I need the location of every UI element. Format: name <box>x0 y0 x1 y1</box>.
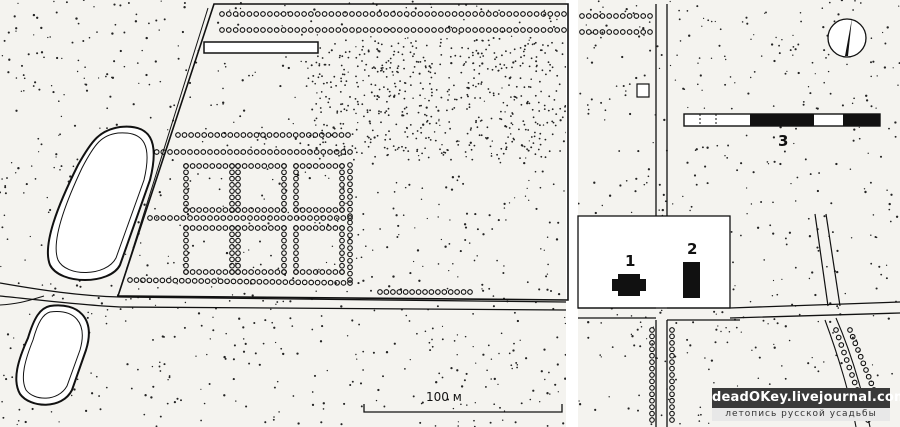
north-arrow-icon <box>827 18 867 58</box>
small-outbuilding <box>636 83 650 98</box>
park-boundary-inner <box>119 7 209 291</box>
road-east <box>729 301 900 319</box>
road-main <box>0 282 567 303</box>
label-3: 3 <box>778 132 788 150</box>
watermark-site: deadOKey.livejournal.com <box>712 388 900 408</box>
road-diagonal-east <box>814 213 841 307</box>
scale-bar <box>363 404 563 413</box>
label-2: 2 <box>687 240 697 258</box>
building-3 <box>683 113 881 127</box>
road-branch <box>0 295 45 306</box>
avenue-south <box>655 320 668 427</box>
park-boundary <box>116 3 569 301</box>
road-main-edge <box>0 295 567 311</box>
watermark: deadOKey.livejournal.com летопись русско… <box>712 388 900 422</box>
building-1 <box>612 274 646 296</box>
road-right-lower <box>578 307 740 321</box>
label-1: 1 <box>625 252 635 270</box>
scale-label: 100 м <box>426 390 462 404</box>
pond-lower <box>15 304 90 406</box>
page-gutter <box>566 0 578 427</box>
avenue-north <box>655 4 668 216</box>
tree-avenues <box>127 11 885 423</box>
watermark-tagline: летопись русской усадьбы <box>712 408 890 421</box>
pond-upper <box>46 125 155 281</box>
courtyard-block <box>577 215 731 309</box>
greenhouse-building <box>203 41 319 54</box>
building-2 <box>683 262 700 298</box>
